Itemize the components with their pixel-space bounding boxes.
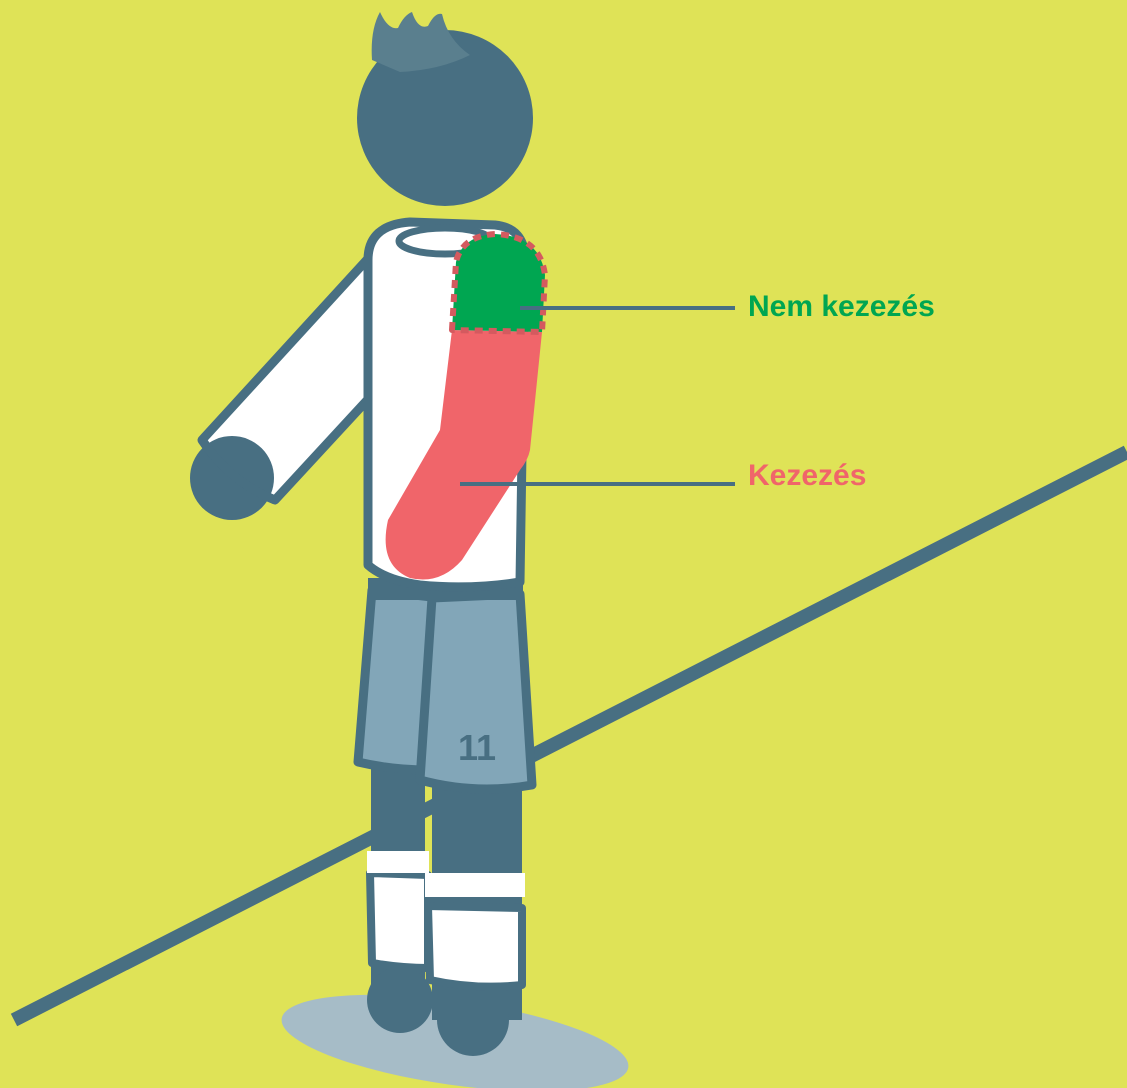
left-sock-band	[367, 851, 429, 873]
left-foot	[367, 967, 433, 1033]
right-foot	[437, 984, 509, 1056]
handball-label: Kezezés	[748, 459, 866, 492]
right-sock-band	[425, 873, 525, 897]
left-sock	[370, 873, 428, 968]
not-handball-zone	[452, 234, 545, 332]
not-handball-label: Nem kezezés	[748, 290, 935, 323]
right-sock	[428, 906, 522, 987]
shorts-number: 11	[458, 727, 496, 768]
